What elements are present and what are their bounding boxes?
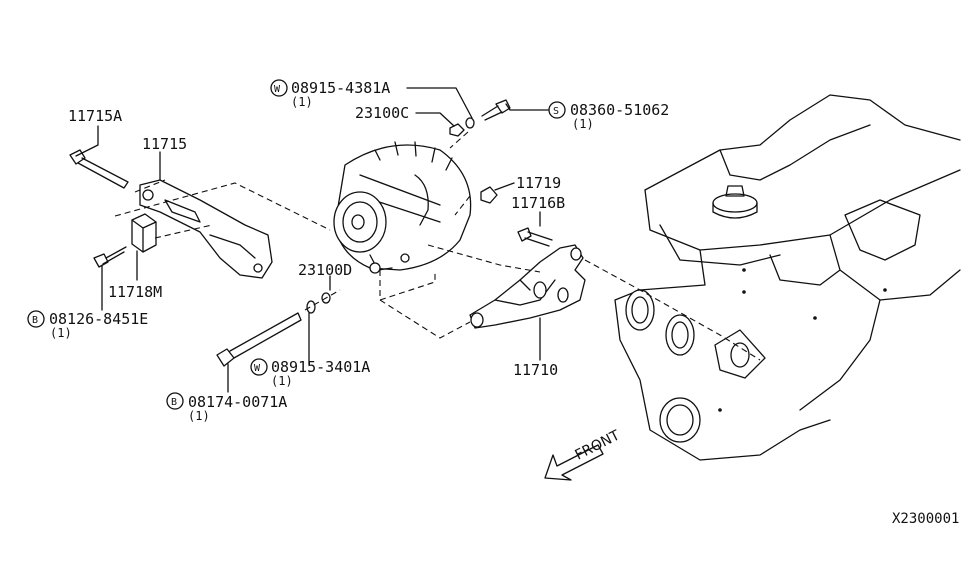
prefix-letter: B — [32, 315, 38, 326]
bolt-08126-8451E — [93, 246, 127, 268]
prefix-letter: S — [553, 106, 559, 117]
label-08915-3401A: W 08915-3401A (1) — [250, 358, 370, 388]
nut-23100C — [449, 123, 465, 137]
label-11715: 11715 — [142, 135, 187, 153]
bracket-11715 — [139, 179, 273, 279]
label-11715A: 11715A — [68, 107, 122, 125]
leader-lines — [75, 87, 549, 393]
label-08915-4381A: W 08915-4381A (1) — [270, 79, 390, 109]
label-11718M: 11718M — [108, 283, 162, 301]
diagram-code: X2300001 — [892, 511, 959, 527]
quantity: (1) — [50, 326, 72, 340]
bolt-08174-0071A — [216, 312, 302, 367]
label-11716B: 11716B — [511, 194, 565, 212]
label-08126-8451E: B 08126-8451E (1) — [27, 310, 148, 340]
quantity: (1) — [572, 117, 594, 131]
bolt-prefix-circle — [27, 310, 45, 328]
quantity: (1) — [271, 374, 293, 388]
washer-prefix-circle — [270, 79, 288, 97]
screw-prefix-circle — [548, 101, 566, 119]
part-number: 08174-0071A — [188, 393, 287, 411]
bolt-08360-51062 — [481, 99, 511, 121]
part-number: 08360-51062 — [570, 101, 669, 119]
part-number: 08126-8451E — [49, 310, 148, 328]
port-3 — [714, 329, 766, 379]
alternator-pulley — [333, 191, 387, 253]
part-number: 08915-3401A — [271, 358, 370, 376]
washer-prefix-circle — [250, 358, 268, 376]
crank-seal — [659, 397, 701, 443]
part-number: 08915-4381A — [291, 79, 390, 97]
port-2 — [665, 314, 695, 356]
quantity: (1) — [291, 95, 313, 109]
bolt-prefix-circle — [166, 392, 184, 410]
block-11718M — [131, 213, 157, 253]
label-08174-0071A: B 08174-0071A (1) — [166, 392, 287, 423]
bracket-11710 — [469, 244, 586, 329]
assembly-lines — [114, 131, 761, 361]
label-08360-51062: S 08360-51062 (1) — [548, 101, 669, 131]
prefix-letter: W — [274, 84, 281, 95]
front-label: FRONT — [573, 427, 623, 463]
prefix-letter: B — [171, 397, 177, 408]
label-11710: 11710 — [513, 361, 558, 379]
washer-08915-3401A — [306, 300, 316, 314]
alternator — [333, 141, 472, 274]
washer-08915-4381A — [465, 117, 475, 129]
label-23100C: 23100C — [355, 104, 409, 122]
front-arrow-icon — [544, 444, 604, 481]
nut-11719 — [480, 186, 498, 204]
label-23100D: 23100D — [298, 261, 352, 279]
prefix-letter: W — [254, 363, 261, 374]
bolt-11715A — [69, 149, 129, 189]
front-direction-indicator: FRONT — [544, 427, 623, 481]
quantity: (1) — [188, 409, 210, 423]
engine-block — [614, 94, 961, 461]
label-11719: 11719 — [516, 174, 561, 192]
oil-filler-cap — [712, 193, 758, 213]
bolt-11716B — [517, 227, 553, 247]
